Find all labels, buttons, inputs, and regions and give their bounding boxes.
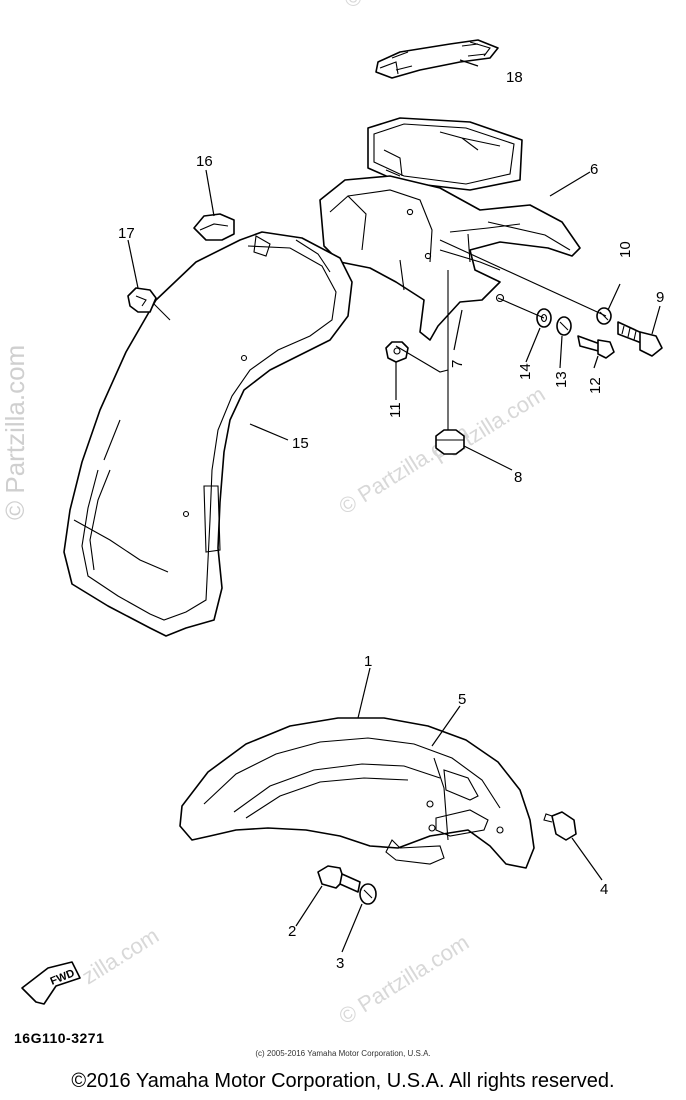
callout-5: 5 [458, 691, 466, 708]
callout-4: 4 [600, 881, 608, 898]
assembly-line-nut [395, 345, 449, 373]
footer-copyright: ©2016 Yamaha Motor Corporation, U.S.A. A… [71, 1070, 615, 1092]
part-11-nut [385, 341, 409, 363]
assembly-line-top [439, 239, 607, 317]
watermark-bottom-right-diag: © Partzilla.com [334, 929, 473, 1029]
part-2-bolt [317, 865, 361, 893]
callout-13: 13 [553, 371, 570, 388]
watermark-top: © [345, 0, 361, 11]
part-8-grommet [435, 429, 465, 455]
fwd-arrow-icon: FWD [21, 961, 81, 1005]
callout-10: 10 [617, 241, 634, 258]
callout-12: 12 [587, 377, 604, 394]
part-16-reflector [193, 213, 235, 241]
assembly-line-mid [497, 297, 545, 319]
watermark-right-diag: Partzilla.com [429, 381, 549, 469]
part-9-bolt [617, 321, 663, 357]
callout-8: 8 [514, 469, 522, 486]
callout-2: 2 [288, 923, 296, 940]
part-1-front-fender [179, 717, 535, 869]
part-6-tray [367, 117, 523, 191]
watermark-bottom-left-diag: zilla.com [77, 923, 163, 990]
part-18-strap [375, 39, 499, 79]
callout-1: 1 [364, 653, 372, 670]
callout-15: 15 [292, 435, 309, 452]
leader-lines [127, 59, 661, 953]
callout-9: 9 [656, 289, 664, 306]
part-3-lock-washer [359, 883, 377, 905]
part-12-bolt [577, 335, 615, 359]
callout-7: 7 [449, 360, 466, 368]
part-15-rear-fender [63, 231, 353, 637]
callout-16: 16 [196, 153, 213, 170]
part-13-lock-washer [556, 316, 572, 336]
small-copyright: (c) 2005-2016 Yamaha Motor Corporation, … [255, 1049, 431, 1058]
part-6-bracket [319, 175, 581, 341]
diagram-part-code: 16G110-3271 [14, 1030, 105, 1046]
part-10-washer [596, 307, 612, 325]
part-4-fastener [543, 811, 577, 841]
callout-17: 17 [118, 225, 135, 242]
callout-18: 18 [506, 69, 523, 86]
callout-11: 11 [387, 402, 404, 418]
part-17-clip [127, 287, 157, 313]
callout-3: 3 [336, 955, 344, 972]
callout-6: 6 [590, 161, 598, 178]
watermark-left-vertical: © Partzilla.com [0, 345, 30, 520]
callout-14: 14 [517, 363, 534, 380]
